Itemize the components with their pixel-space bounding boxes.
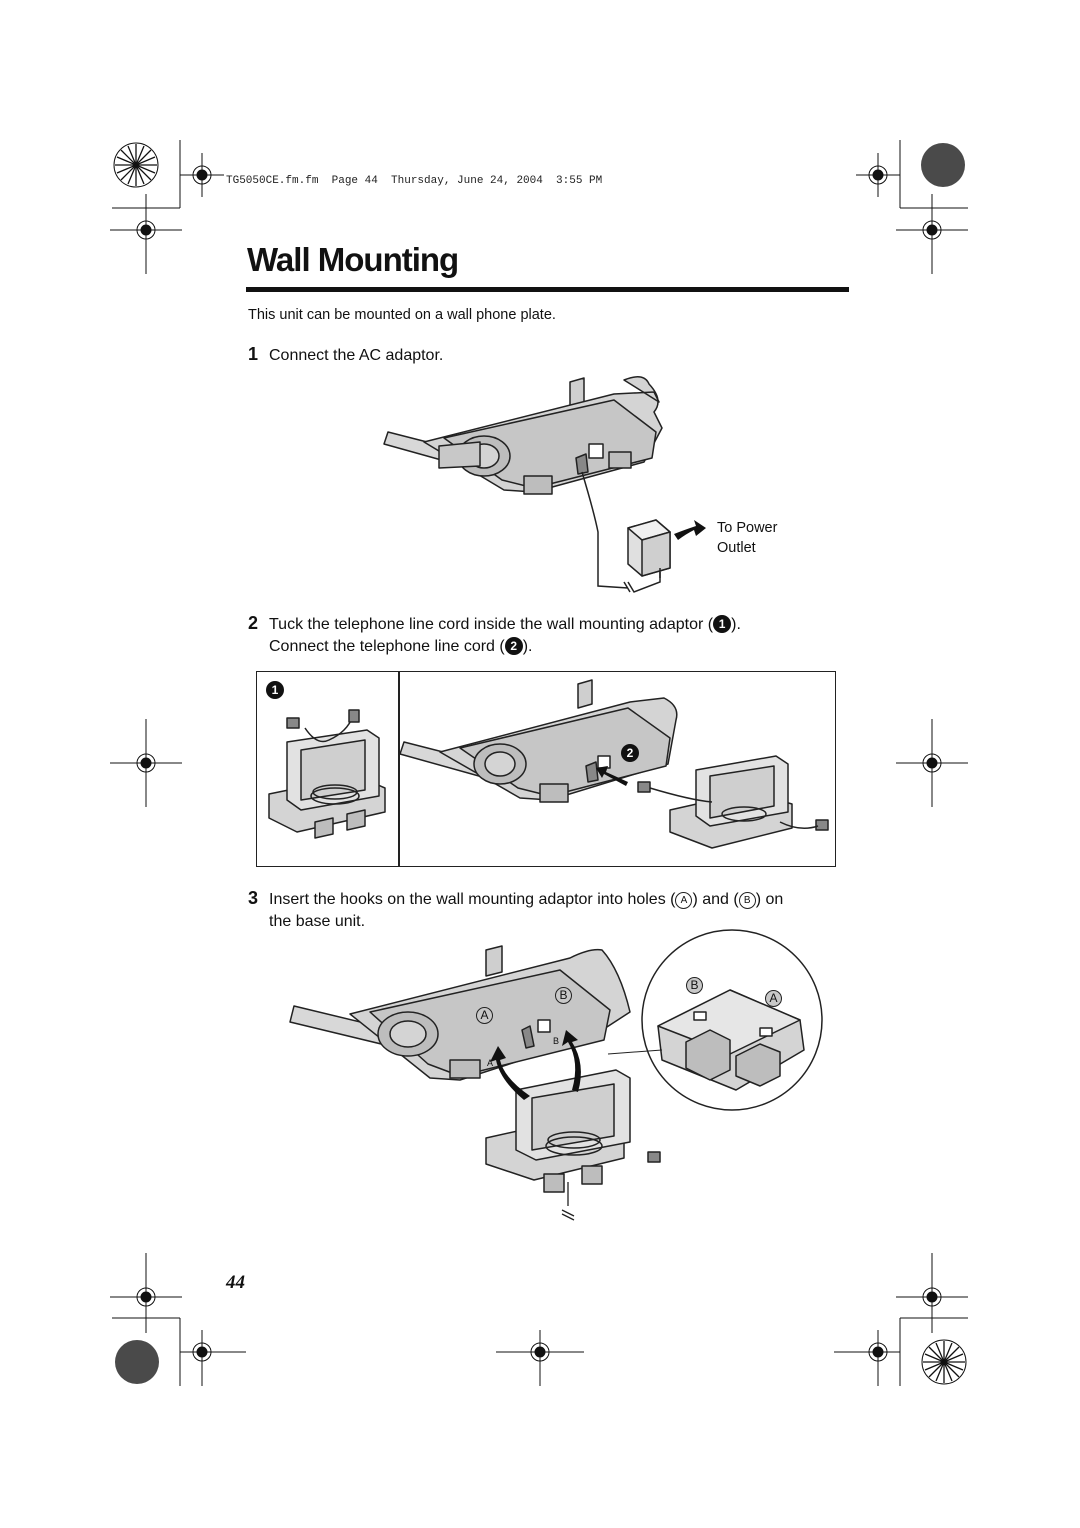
slot-label-b: B [553, 1036, 559, 1046]
figure-connect-ac-adaptor [383, 376, 706, 593]
base-unit-with-adaptor [399, 679, 829, 849]
crosshair-target [834, 1330, 900, 1386]
outlet-label: Outlet [717, 540, 756, 556]
to-power-label: To Power [717, 520, 778, 536]
label-b: B [555, 987, 572, 1004]
step-number: 3 [248, 888, 259, 908]
crosshair-target [110, 194, 182, 274]
solid-disc-mark [921, 143, 965, 187]
crosshair-target [896, 194, 968, 274]
title-rule [246, 287, 849, 292]
crosshair-target [180, 1330, 246, 1386]
detail-label-a: A [765, 990, 782, 1007]
callout-marker-2: 2 [504, 637, 523, 655]
crosshair-target [110, 719, 182, 807]
detail-label-b: B [686, 977, 703, 994]
figure-insert-hooks: A B [289, 929, 823, 1221]
callout-marker-1: 1 [713, 615, 732, 633]
page-title: Wall Mounting [247, 241, 459, 278]
step-text: Connect the AC adaptor. [269, 347, 444, 364]
label-a: A [476, 1007, 493, 1024]
step-number: 2 [248, 613, 259, 633]
crosshair-target [896, 1253, 968, 1333]
step-text: Insert the hooks on the wall mounting ad… [269, 891, 784, 909]
crosshair-target [896, 719, 968, 807]
page-number: 44 [226, 1272, 245, 1293]
crosshair-target [856, 153, 900, 197]
figure-frame: 1 [256, 671, 836, 867]
slot-label-a: A [487, 1058, 493, 1068]
figure-divider [398, 672, 400, 866]
solid-disc-mark [115, 1340, 159, 1384]
crosshair-target [180, 153, 224, 197]
marker-1: 1 [266, 681, 284, 699]
crosshair-target [496, 1330, 584, 1386]
starburst-mark [113, 142, 159, 188]
starburst-mark [921, 1339, 967, 1385]
file-header: TG5050CE.fm.fm Page 44 Thursday, June 24… [226, 175, 603, 187]
step-text: the base unit. [269, 913, 366, 930]
marker-2: 2 [621, 744, 639, 762]
hole-a-marker: A [675, 892, 693, 909]
wall-adaptor-with-cord [268, 709, 386, 839]
step-text: Tuck the telephone line cord inside the … [269, 615, 741, 633]
step-number: 1 [248, 344, 259, 364]
step-text: Connect the telephone line cord (2). [269, 637, 533, 655]
intro-text: This unit can be mounted on a wall phone… [248, 307, 556, 323]
crosshair-target [110, 1253, 182, 1333]
hole-b-marker: B [738, 892, 756, 909]
